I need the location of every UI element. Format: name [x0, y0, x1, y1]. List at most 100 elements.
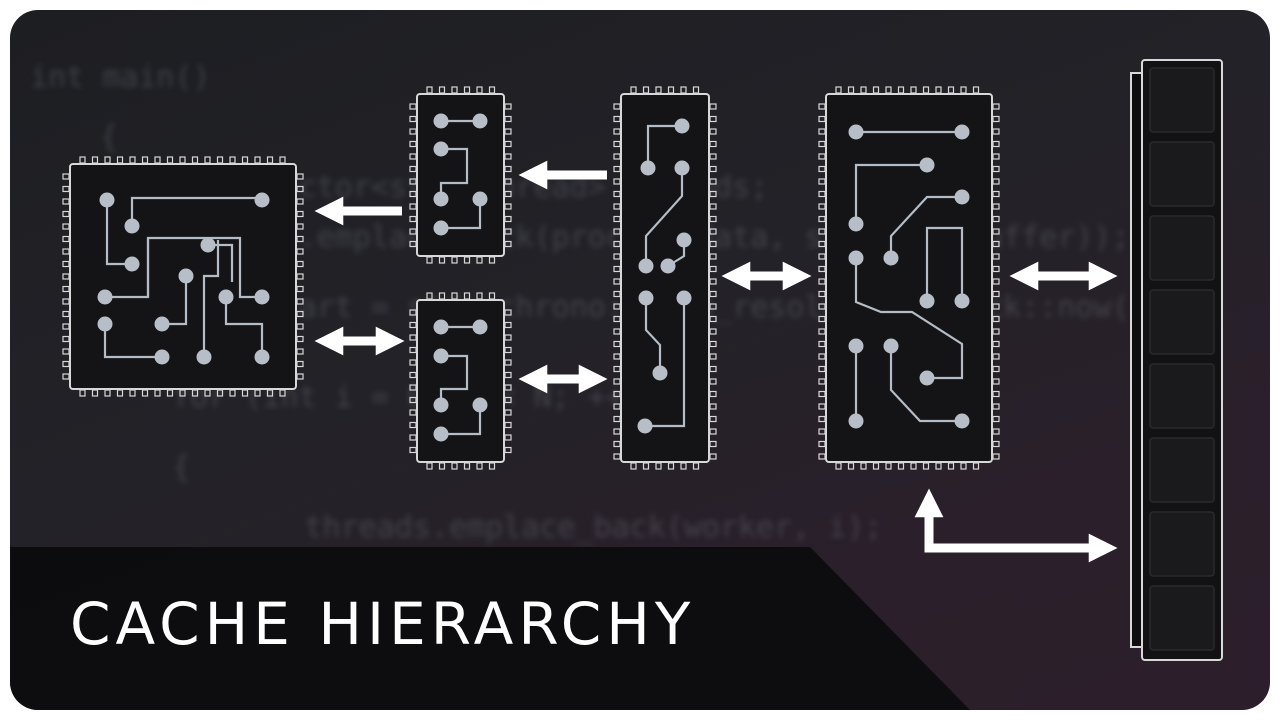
chip-pin: [62, 260, 70, 268]
circuit-pad: [433, 397, 449, 413]
chip-pin: [409, 240, 417, 248]
chip-pin: [613, 290, 621, 298]
chip-pin: [296, 348, 304, 355]
chip-pin: [409, 334, 417, 341]
circuit-pads: [433, 113, 488, 236]
circuit-pad: [124, 256, 140, 272]
chip-pin: [818, 303, 826, 310]
circuit-pad: [433, 348, 449, 364]
chip-pin: [818, 128, 826, 135]
chip-pin: [504, 128, 512, 135]
chip-pin: [818, 115, 826, 123]
memory-cell: [1149, 215, 1215, 281]
chip-pin: [992, 328, 1000, 335]
chip-pin: [62, 348, 70, 355]
chip-pin: [992, 115, 1000, 123]
chip-pin: [960, 86, 967, 94]
chip-pin: [818, 215, 826, 223]
chip-pin: [630, 462, 637, 470]
chip-pin: [992, 403, 1000, 410]
circuit-pad: [433, 220, 449, 236]
chip-pin: [709, 103, 717, 110]
chip-pin: [116, 389, 124, 397]
chip-pin: [79, 389, 86, 397]
chip-pin: [709, 440, 717, 448]
chip-pin: [709, 128, 717, 135]
chip-pin: [613, 340, 621, 348]
circuit-pad: [954, 189, 970, 205]
chip-pin: [204, 156, 211, 164]
chip-pin: [847, 462, 855, 470]
circuit-pad: [848, 124, 864, 140]
chip-pin: [241, 156, 249, 164]
chip-pin: [409, 434, 417, 441]
chip-pin: [504, 321, 512, 329]
chip-pin: [935, 462, 942, 470]
chip-pin: [613, 153, 621, 160]
chip-pin: [692, 86, 700, 94]
chip-pin: [504, 309, 512, 316]
chip-pin: [818, 190, 826, 198]
chip-pin: [680, 86, 687, 94]
chip-pin: [191, 156, 199, 164]
chip-pin: [279, 156, 286, 164]
l1-cache-top-chip: [409, 86, 512, 264]
circuit-pad: [848, 250, 864, 266]
chip-pin: [667, 86, 675, 94]
chip-pin: [409, 178, 417, 185]
chip-pin: [62, 298, 70, 305]
chip-pin: [709, 378, 717, 385]
memory-cell: [1149, 511, 1215, 577]
circuit-trace: [889, 346, 962, 423]
chip-pin: [613, 378, 621, 385]
chip-pin: [613, 190, 621, 198]
chip-pin: [709, 278, 717, 285]
chip-pin: [818, 203, 826, 210]
chip-pin: [709, 228, 717, 235]
chip-pin: [62, 185, 70, 193]
chip-pin: [897, 86, 905, 94]
chip-pin: [504, 446, 512, 454]
chip-pin: [992, 228, 1000, 235]
circuit-trace: [441, 405, 482, 436]
circuit-pad: [124, 218, 140, 234]
chip-pin: [992, 303, 1000, 310]
cpu-core-chip: [62, 156, 304, 397]
chip-pin: [709, 390, 717, 398]
chip-pin: [504, 115, 512, 123]
chip-pin: [992, 440, 1000, 448]
circuit-pad: [154, 316, 170, 332]
chip-pin: [885, 462, 892, 470]
chip-pin: [409, 115, 417, 123]
circuit-trace: [224, 297, 264, 357]
chip-pin: [992, 153, 1000, 160]
chip-pin: [709, 415, 717, 423]
circuit-trace: [925, 226, 964, 301]
chip-pin: [476, 462, 483, 470]
chip-pin: [642, 462, 650, 470]
chip-pin: [613, 203, 621, 210]
circuit-pad: [433, 319, 449, 335]
chip-pin: [504, 359, 512, 366]
chip-pin: [504, 409, 512, 416]
chip-pin: [818, 240, 826, 248]
chip-pin: [613, 453, 621, 460]
chip-pin: [296, 248, 304, 255]
chip-pin: [504, 190, 512, 198]
chip-pin: [613, 440, 621, 448]
chip-pin: [476, 292, 483, 300]
chip-pin: [947, 462, 955, 470]
chip-pin: [191, 389, 199, 397]
chip-pin: [141, 389, 149, 397]
chip-pin: [680, 462, 687, 470]
chip-pin: [818, 378, 826, 385]
chip-pin: [992, 353, 1000, 360]
chip-pin: [992, 265, 1000, 273]
chip-pin: [296, 360, 304, 368]
chip-pin: [409, 165, 417, 173]
chip-pin: [709, 140, 717, 148]
background-code-line: {: [100, 120, 119, 155]
chip-pin: [709, 403, 717, 410]
chip-pin: [992, 340, 1000, 348]
chip-pin: [860, 462, 867, 470]
